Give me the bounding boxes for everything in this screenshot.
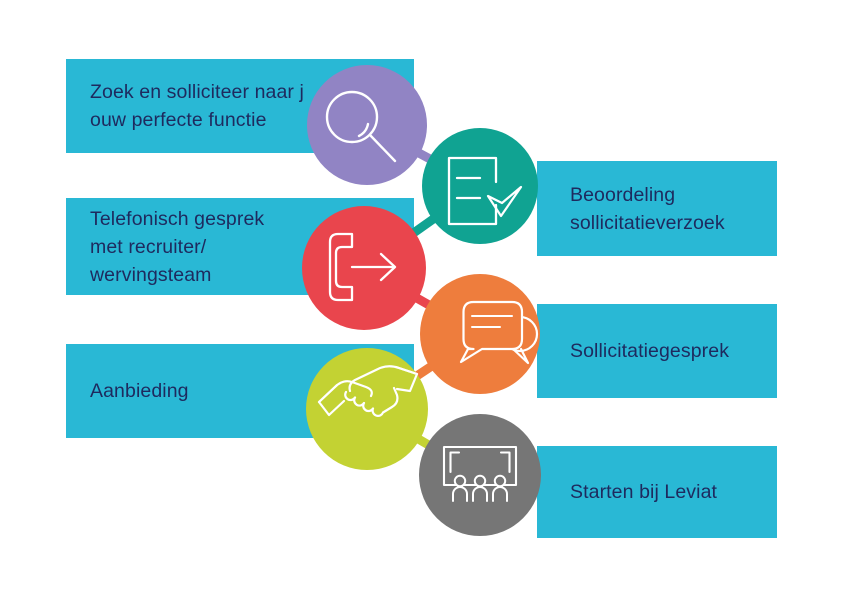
step-label-2-line-2: sollicitatieverzoek [570,211,725,234]
team-people [452,474,508,502]
step-circle-4 [420,274,540,394]
step-label-3-line-3: wervingsteam [90,263,212,286]
step-label-1-line-2: ouw perfecte functie [90,109,267,131]
step-bar-4: Sollicitatiegesprek [537,304,777,398]
step-label-1: Zoek en solliciteer naar j ouw perfecte … [66,78,304,134]
step-circle-5 [306,348,428,470]
step-label-3: Telefonisch gesprek met recruiter/ wervi… [66,205,264,289]
phone-arrow-icon [328,232,397,302]
step-label-3-line-2: met recruiter/ [90,235,207,258]
handshake-icon [317,365,419,417]
team-presentation-icon [442,445,518,502]
step-label-4: Sollicitatiegesprek [537,337,729,365]
step-label-4-line-1: Sollicitatiegesprek [570,340,730,362]
step-label-2: Beoordeling sollicitatieverzoek [537,181,725,237]
step-label-3-line-1: Telefonisch gesprek [90,207,265,230]
document-check-icon [447,156,523,226]
step-5-circle [306,348,428,470]
step-label-1-line-1: Zoek en solliciteer naar j [90,81,304,103]
step-label-6: Starten bij Leviat [537,478,717,506]
step-label-2-line-1: Beoordeling [570,183,676,206]
chat-bubbles-icon [459,300,539,365]
step-label-5-line-1: Aanbieding [90,380,189,402]
step-label-6-line-1: Starten bij Leviat [570,481,718,503]
step-bar-6: Starten bij Leviat [537,446,777,538]
step-circle-6 [419,414,541,536]
step-circle-3 [302,206,426,330]
step-label-5: Aanbieding [66,377,189,405]
step-bar-2: Beoordeling sollicitatieverzoek [537,161,777,256]
chat-text-lines [471,315,513,328]
magnifier-icon [325,90,397,163]
step-circle-2 [422,128,538,244]
step-circle-1 [307,65,427,185]
